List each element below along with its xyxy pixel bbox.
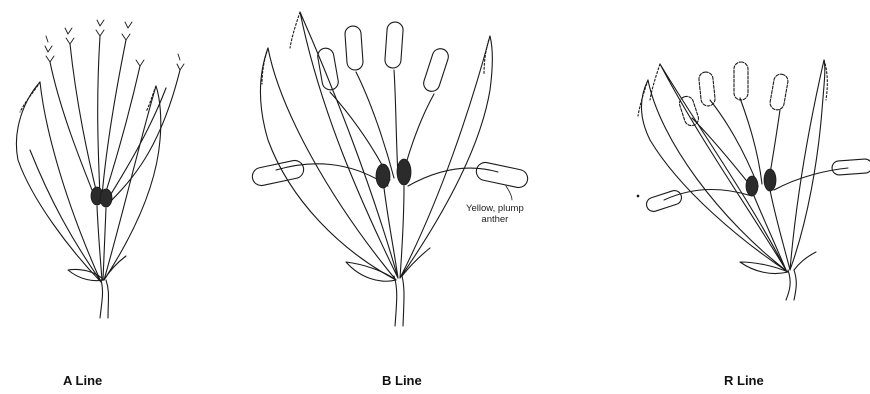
b-line-label: B Line xyxy=(382,373,422,388)
a-line-label: A Line xyxy=(63,373,102,388)
b-line-anther-annotation: Yellow, plump anther xyxy=(466,203,524,225)
r-line-anther-right xyxy=(832,159,870,176)
r-line-right-glume xyxy=(790,60,825,270)
b-line-anther-right xyxy=(475,161,530,189)
b-line-stem xyxy=(394,276,404,326)
r-line-label: R Line xyxy=(724,373,764,388)
b-line-right-glume xyxy=(400,36,492,278)
r-line-anther-left xyxy=(645,189,684,213)
annotation-line-1: Yellow, plump xyxy=(466,203,524,214)
a-line-stem xyxy=(100,280,109,318)
a-line-floret xyxy=(16,20,184,318)
b-line-anther-2 xyxy=(344,25,363,70)
r-line-floret xyxy=(637,60,870,300)
r-line-anther-4 xyxy=(769,73,789,111)
b-line-floret xyxy=(251,12,530,326)
r-line-anther-3 xyxy=(734,62,748,100)
r-line-anther-2 xyxy=(698,71,715,106)
b-line-anther-3 xyxy=(384,21,403,68)
r-line-stem xyxy=(786,270,796,300)
b-line-anther-1 xyxy=(316,47,339,91)
r-line-ovary xyxy=(746,176,758,196)
b-line-anther-4 xyxy=(422,47,451,94)
b-line-ovary xyxy=(376,164,390,188)
annotation-line-2: anther xyxy=(466,214,524,225)
